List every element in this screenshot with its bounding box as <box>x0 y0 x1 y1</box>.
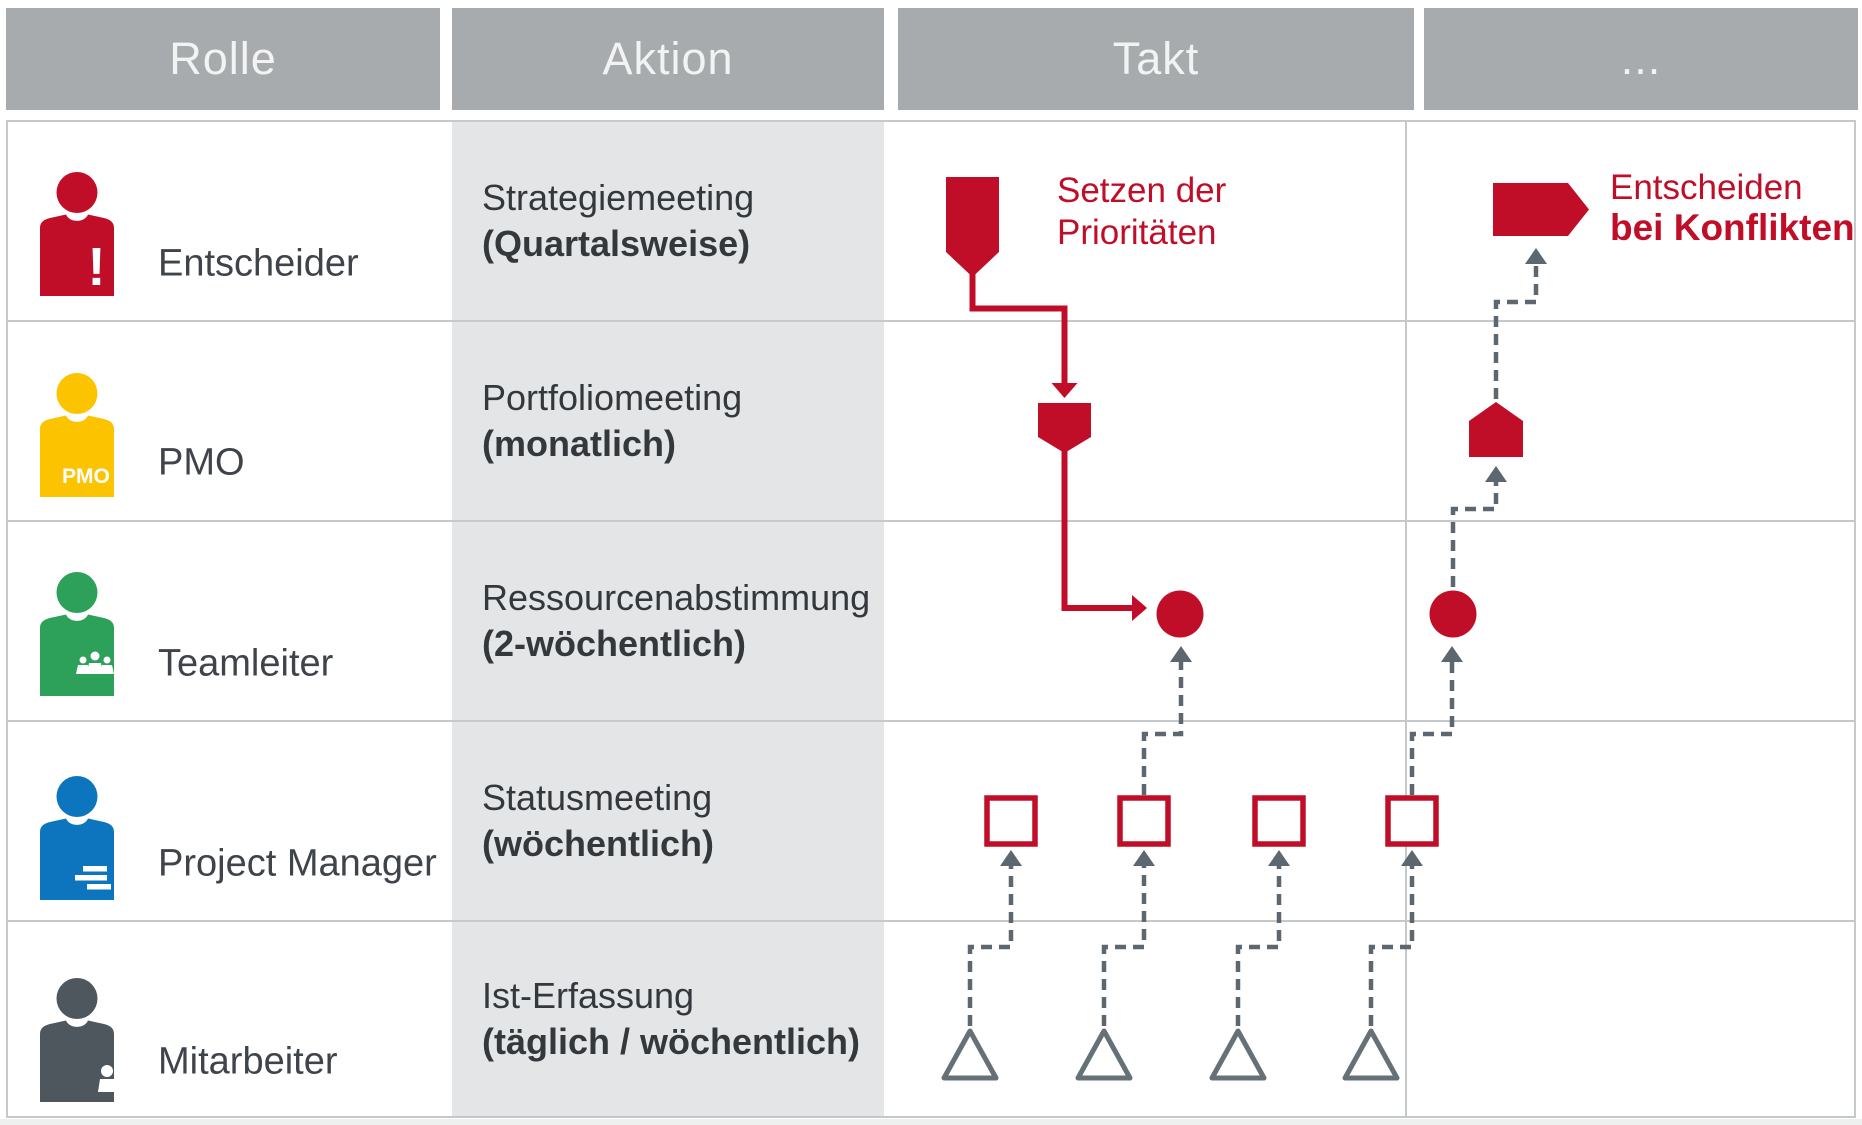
note-line-1: Entscheiden <box>1610 168 1803 207</box>
red-flow-arrowheads <box>1051 383 1147 621</box>
flow-square4-to-circle2 <box>1409 662 1455 795</box>
pmo-badge-glyph: PMO <box>62 465 110 488</box>
team-glyph <box>76 651 114 674</box>
action-statusmeeting: Statusmeeting (wöchentlich) <box>482 775 714 867</box>
entscheider-icon: ! <box>40 172 114 296</box>
role-label-project-manager: Project Manager <box>158 842 437 885</box>
eskalation-pentagon-shape <box>1469 402 1523 457</box>
role-label-pmo: PMO <box>158 441 245 484</box>
mitarbeiter-icon <box>40 978 116 1102</box>
header-rolle: Rolle <box>6 8 440 110</box>
aktion-column-background <box>452 120 884 1117</box>
priority-flow <box>969 260 1133 611</box>
action-ist-erfassung: Ist-Erfassung (täglich / wöchentlich) <box>482 973 860 1065</box>
bottom-strip <box>0 1119 1862 1125</box>
action-title: Strategiemeeting <box>482 177 755 218</box>
ist-erfassung-triangle-1 <box>941 1028 999 1081</box>
action-interval: (monatlich) <box>482 423 676 464</box>
header-aktion: Aktion <box>452 8 884 110</box>
action-title: Portfoliomeeting <box>482 377 743 418</box>
note-line-2: Prioritäten <box>1057 213 1217 252</box>
ist-erfassung-triangle-3 <box>1209 1028 1267 1081</box>
milestone-shapes <box>941 177 1589 1081</box>
exclamation-glyph: ! <box>88 237 106 296</box>
action-strategiemeeting: Strategiemeeting (Quartalsweise) <box>482 175 754 267</box>
table-grid <box>6 120 1856 1118</box>
portfoliomeeting-marker-shape <box>1038 403 1091 453</box>
teamleiter-icon <box>40 572 114 696</box>
ist-erfassung-triangle-4 <box>1342 1028 1400 1081</box>
action-interval: (2-wöchentlich) <box>482 623 747 664</box>
header-more-label: ... <box>1620 33 1662 84</box>
ist-erfassung-triangle-2 <box>1075 1028 1133 1081</box>
action-title: Ressourcenabstimmung <box>482 577 871 618</box>
project-manager-icon <box>40 776 114 900</box>
pmo-icon: PMO <box>40 373 114 497</box>
note-setzen-der-prioritaeten: Setzen der Prioritäten <box>1057 170 1226 254</box>
statusmeeting-square-3 <box>1252 795 1306 847</box>
dashed-flow-arrowheads <box>1000 248 1547 866</box>
note-line-1: Setzen der <box>1057 171 1227 210</box>
flow-triangle2-to-square2 <box>1101 866 1147 1026</box>
action-title: Ist-Erfassung <box>482 975 695 1016</box>
ressourcen-circle-more <box>1429 590 1477 638</box>
role-label-teamleiter: Teamleiter <box>158 642 334 685</box>
header-takt: Takt <box>898 8 1414 110</box>
header-rolle-label: Rolle <box>169 33 277 84</box>
ressourcen-circle-takt <box>1156 590 1204 638</box>
flow-strategie-to-portfolio <box>969 260 1068 384</box>
header-aktion-label: Aktion <box>602 33 734 84</box>
action-portfoliomeeting: Portfoliomeeting (monatlich) <box>482 375 742 467</box>
action-interval: (wöchentlich) <box>482 823 714 864</box>
reporting-dashed-flows <box>967 264 1539 1026</box>
employee-glyph <box>98 1065 116 1092</box>
flow-triangle1-to-square1 <box>967 866 1014 1026</box>
flow-portfolio-to-ressource <box>1061 446 1133 611</box>
entscheiden-flag-shape <box>1493 183 1589 236</box>
tasklist-glyph <box>75 866 111 890</box>
flow-triangle4-to-square4 <box>1368 866 1415 1026</box>
header-more: ... <box>1424 8 1858 110</box>
header-takt-label: Takt <box>1112 33 1200 84</box>
role-label-mitarbeiter: Mitarbeiter <box>158 1040 338 1083</box>
statusmeeting-square-2 <box>1117 795 1171 847</box>
action-interval: (täglich / wöchentlich) <box>482 1021 861 1062</box>
flow-circle2-to-pentagon <box>1450 482 1499 587</box>
action-interval: (Quartalsweise) <box>482 223 751 264</box>
statusmeeting-square-1 <box>984 795 1038 847</box>
statusmeeting-square-4 <box>1385 795 1439 847</box>
note-entscheiden-bei-konflikten: Entscheiden bei Konflikten <box>1610 168 1855 248</box>
strategiemeeting-marker-shape <box>946 177 999 277</box>
note-line-2: bei Konflikten <box>1610 207 1855 248</box>
flow-pentagon-to-flag <box>1493 264 1539 399</box>
flow-square2-to-circle1 <box>1141 662 1184 795</box>
action-ressourcenabstimmung: Ressourcenabstimmung (2-wöchentlich) <box>482 575 870 667</box>
flow-triangle3-to-square3 <box>1235 866 1282 1026</box>
role-label-entscheider: Entscheider <box>158 242 359 285</box>
action-title: Statusmeeting <box>482 777 713 818</box>
